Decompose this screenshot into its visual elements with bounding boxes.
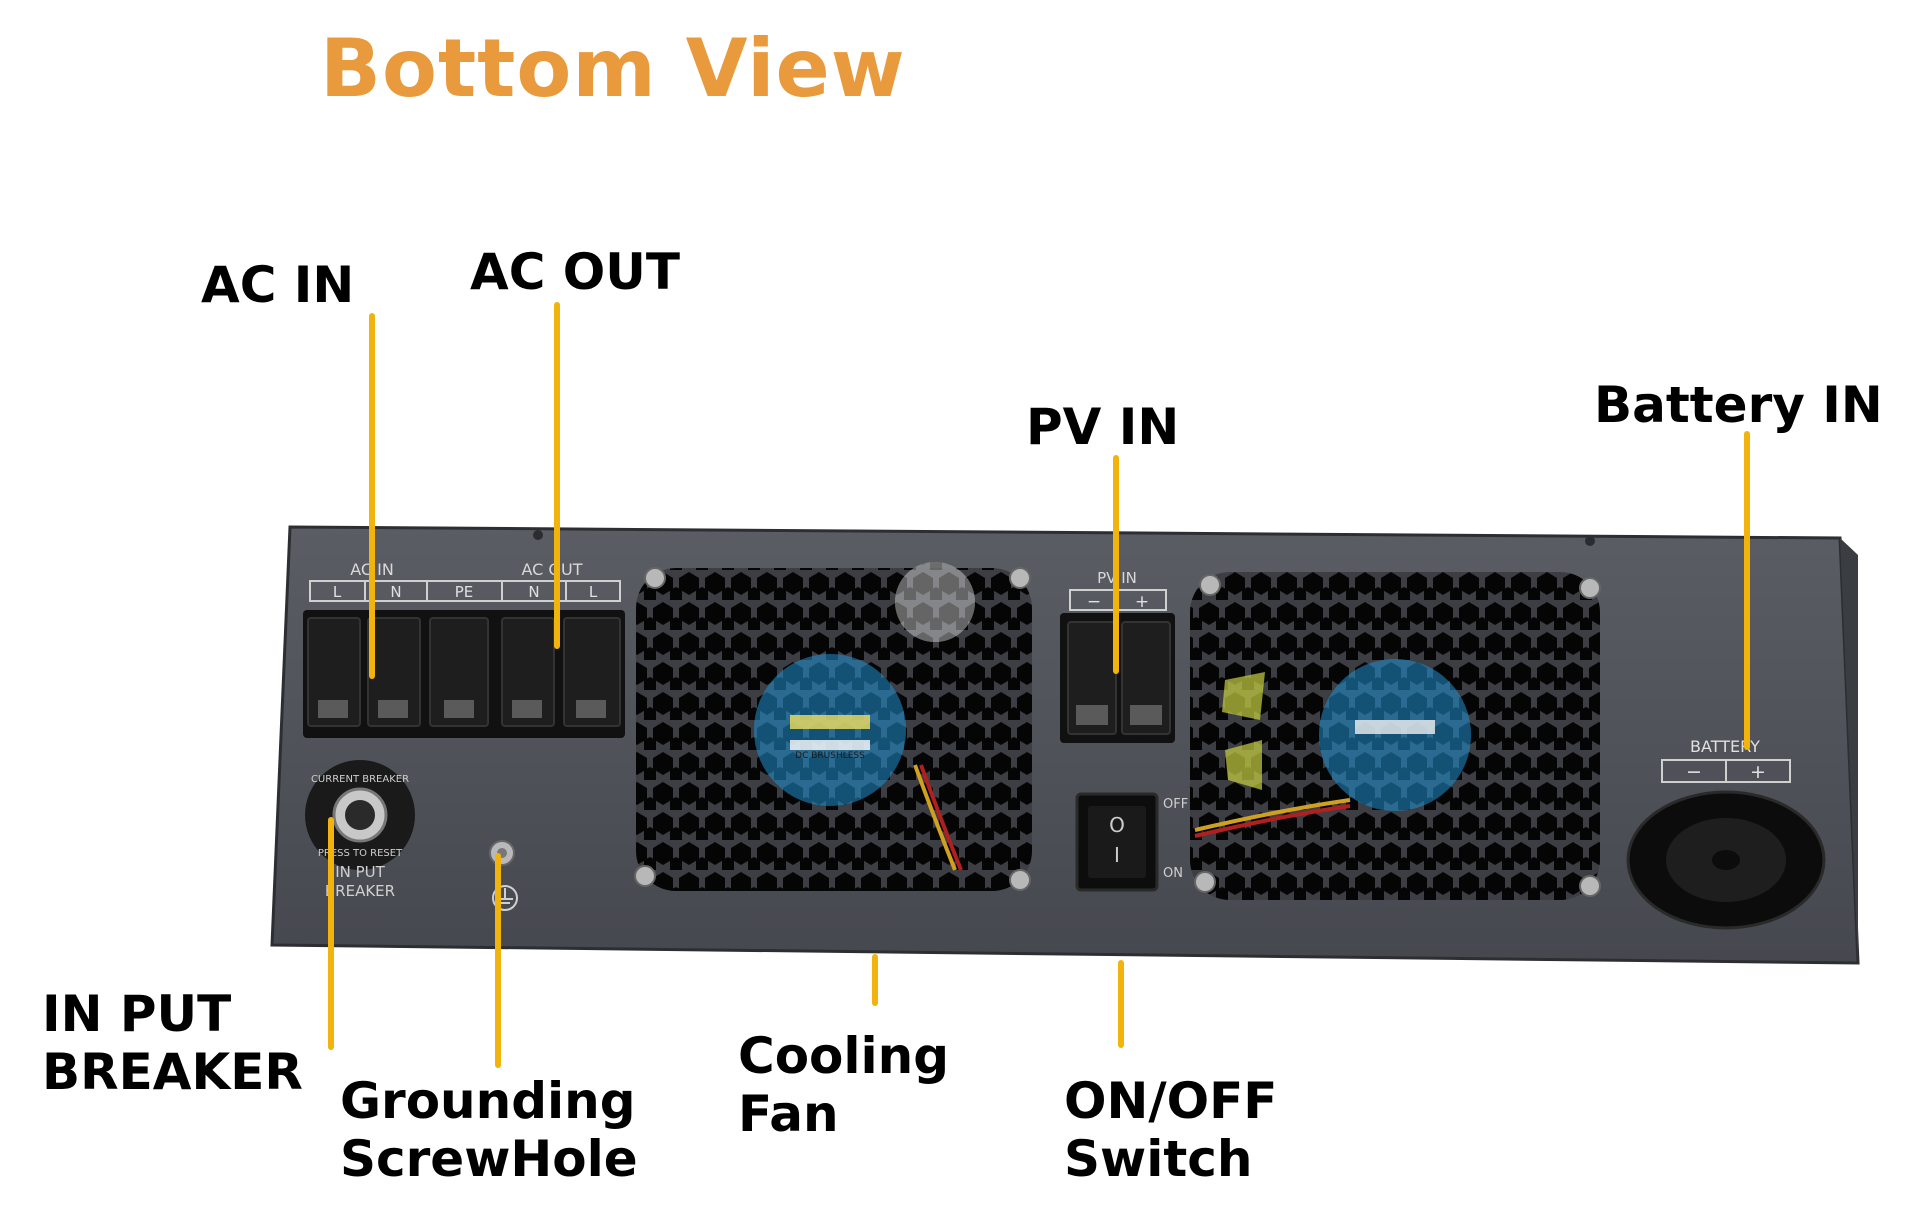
- terminal-label-n2: N: [528, 583, 539, 601]
- page-title: Bottom View: [320, 22, 906, 115]
- callout-cooling-fan: Cooling Fan: [738, 1027, 950, 1143]
- leader-lines: [328, 302, 1750, 1068]
- breaker-ring-text-bottom: PRESS TO RESET: [318, 848, 403, 859]
- pv-minus-label: −: [1087, 592, 1101, 612]
- panel-ac-out-label: AC OUT: [522, 560, 583, 579]
- battery-port: BATTERY − +: [1626, 737, 1826, 930]
- battery-minus-label: −: [1686, 761, 1702, 783]
- pv-terminal: PV IN − +: [1060, 569, 1175, 743]
- switch-on-label: ON: [1163, 866, 1183, 881]
- terminal-label-pe: PE: [455, 583, 474, 601]
- ac-terminal-block: [303, 610, 625, 738]
- callout-battery-in: Battery IN: [1594, 376, 1883, 434]
- cooling-fan-left: DC BRUSHLESS: [634, 562, 1032, 891]
- callout-input-breaker: IN PUT BREAKER: [42, 985, 303, 1101]
- ac-terminal-header: AC IN AC OUT L N PE N L: [309, 560, 621, 602]
- switch-symbol-off: O: [1109, 813, 1125, 837]
- power-switch[interactable]: O I OFF ON: [1075, 792, 1188, 892]
- input-breaker[interactable]: CURRENT BREAKER PRESS TO RESET IN PUT BR…: [305, 760, 415, 900]
- callout-ac-in: AC IN: [201, 256, 355, 314]
- breaker-panel-label-1: IN PUT: [335, 863, 385, 881]
- enclosure-panel: [270, 525, 1860, 965]
- callout-ac-out: AC OUT: [470, 243, 681, 301]
- callout-on-off-switch: ON/OFF Switch: [1064, 1072, 1278, 1188]
- terminal-label-l1: L: [333, 583, 342, 601]
- switch-off-label: OFF: [1163, 797, 1188, 812]
- breaker-panel-label-2: BREAKER: [325, 882, 395, 900]
- pv-plus-label: +: [1135, 592, 1149, 612]
- terminal-label-n1: N: [390, 583, 401, 601]
- fan-sticker-left: DC BRUSHLESS: [795, 751, 865, 761]
- battery-plus-label: +: [1750, 761, 1766, 783]
- terminal-label-l2: L: [589, 583, 598, 601]
- callout-grounding-screwhole: Grounding ScrewHole: [340, 1072, 638, 1188]
- breaker-ring-text-top: CURRENT BREAKER: [311, 774, 409, 785]
- panel-battery-label: BATTERY: [1690, 737, 1760, 756]
- callout-pv-in: PV IN: [1026, 398, 1180, 456]
- cooling-fan-right: [1190, 572, 1601, 900]
- switch-symbol-on: I: [1114, 843, 1120, 867]
